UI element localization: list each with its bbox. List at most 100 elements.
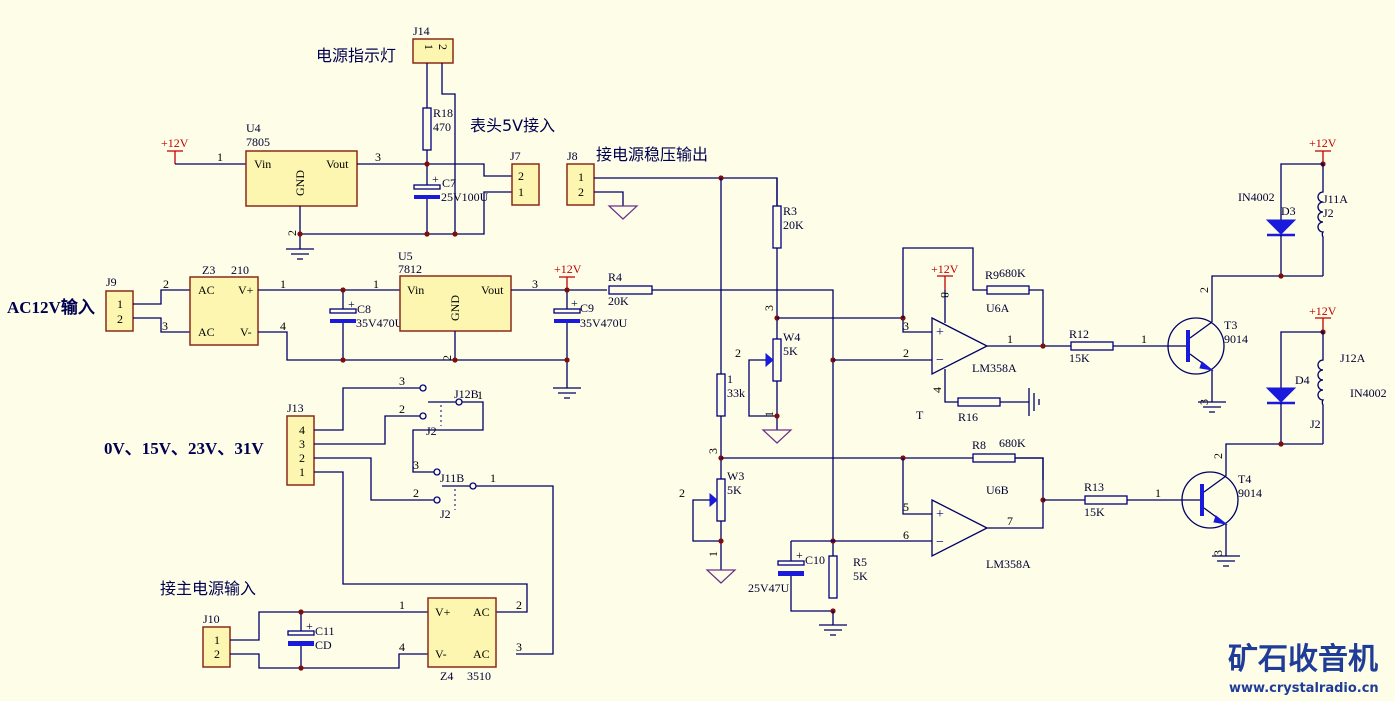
ref-J8: J8 bbox=[567, 149, 578, 163]
svg-text:+12V: +12V bbox=[1309, 136, 1337, 150]
diode-D4[interactable]: D4 IN4002 bbox=[1265, 373, 1387, 405]
value-C10: 25V47U bbox=[748, 581, 790, 595]
svg-text:−: − bbox=[936, 353, 944, 368]
opamp-U6A[interactable]: + − U6A LM358A bbox=[931, 301, 1017, 376]
resistor-R18[interactable]: R18 470 bbox=[422, 106, 453, 151]
ref-W3: W3 bbox=[727, 469, 744, 483]
bridge-rectifier-Z4[interactable]: V+ V- AC AC Z4 3510 bbox=[427, 597, 497, 683]
ref-R4: R4 bbox=[608, 270, 622, 284]
capacitor-C9[interactable]: + C9 35V470U bbox=[553, 290, 628, 388]
value-U6B: LM358A bbox=[986, 557, 1031, 571]
svg-text:4: 4 bbox=[299, 423, 305, 437]
svg-text:AC: AC bbox=[198, 283, 215, 297]
resistor-R1-33k[interactable]: 1 33k bbox=[716, 372, 745, 417]
resistor-R9[interactable]: R9 680K bbox=[985, 266, 1030, 295]
svg-text:2: 2 bbox=[440, 355, 454, 361]
svg-text:3: 3 bbox=[399, 374, 405, 388]
svg-text:3: 3 bbox=[516, 640, 522, 654]
resistor-R16[interactable]: R16 bbox=[957, 397, 1001, 424]
opamp-U6B[interactable]: + − U6B LM358A bbox=[931, 483, 1031, 571]
connector-J14[interactable]: J14 1 2 bbox=[412, 24, 454, 64]
capacitor-C11[interactable]: + C11 CD bbox=[287, 612, 335, 668]
capacitor-C7[interactable]: + C7 25V100U bbox=[413, 164, 489, 234]
value-W4: 5K bbox=[783, 344, 798, 358]
resistor-R12[interactable]: R12 15K bbox=[1069, 327, 1114, 365]
svg-text:3: 3 bbox=[903, 319, 909, 333]
bridge-rectifier-Z3[interactable]: Z3 210 AC AC V+ V- bbox=[189, 263, 259, 346]
svg-text:3: 3 bbox=[413, 458, 419, 472]
svg-text:1: 1 bbox=[762, 411, 776, 417]
capacitor-C8[interactable]: + C8 35V470U bbox=[329, 290, 404, 360]
regulator-U4-7805[interactable]: U4 7805 Vin Vout GND bbox=[245, 121, 358, 207]
regulator-U5-7812[interactable]: U5 7812 Vin Vout GND bbox=[398, 249, 512, 332]
svg-text:−: − bbox=[936, 535, 944, 550]
capacitor-C10[interactable]: + C10 25V47U bbox=[748, 541, 833, 612]
svg-text:4: 4 bbox=[399, 640, 405, 654]
resistor-R5[interactable]: R5 5K bbox=[828, 555, 868, 599]
ref-J9: J9 bbox=[106, 275, 117, 289]
transistor-T4[interactable]: T4 9014 bbox=[1181, 471, 1262, 529]
svg-text:2: 2 bbox=[1211, 453, 1225, 459]
relay-switch-J11B[interactable]: 3 2 J11B 1 J2 bbox=[413, 458, 496, 521]
svg-text:3: 3 bbox=[299, 437, 305, 451]
transistor-T3[interactable]: T3 9014 bbox=[1167, 317, 1248, 375]
svg-text:V+: V+ bbox=[435, 605, 451, 619]
resistor-R3[interactable]: R3 20K bbox=[772, 204, 804, 249]
ref-R3: R3 bbox=[783, 204, 797, 218]
value-R8: 680K bbox=[999, 436, 1026, 450]
value-C11: CD bbox=[315, 638, 332, 652]
potentiometer-W3[interactable]: W3 5K bbox=[709, 469, 744, 522]
ref-W4: W4 bbox=[783, 330, 800, 344]
value-R13: 15K bbox=[1084, 505, 1105, 519]
svg-text:AC: AC bbox=[473, 647, 490, 661]
watermark-url: www.crystalradio.cn bbox=[1229, 681, 1379, 696]
value-R9: 680K bbox=[999, 266, 1026, 280]
ref-Z3: Z3 bbox=[202, 263, 215, 277]
svg-text:2: 2 bbox=[117, 312, 123, 326]
svg-text:5: 5 bbox=[903, 500, 909, 514]
ref-J11B: J11B bbox=[440, 471, 464, 485]
svg-text:GND: GND bbox=[448, 295, 462, 321]
svg-text:V+: V+ bbox=[238, 283, 254, 297]
resistor-R8[interactable]: R8 680K bbox=[972, 436, 1026, 463]
svg-text:J2: J2 bbox=[1310, 417, 1321, 431]
svg-text:2: 2 bbox=[516, 598, 522, 612]
value-C7: 25V100U bbox=[441, 190, 489, 204]
relay-coil-J11A[interactable]: J11A J2 bbox=[1317, 164, 1348, 276]
resistor-R4[interactable]: R4 20K bbox=[608, 270, 653, 308]
svg-text:2: 2 bbox=[399, 402, 405, 416]
potentiometer-W4[interactable]: W4 5K bbox=[765, 330, 800, 382]
relay-coil-J12A[interactable]: J12A J2 bbox=[1310, 332, 1366, 444]
resistor-R13[interactable]: R13 15K bbox=[1084, 480, 1128, 519]
pin-J14-1: 1 bbox=[422, 44, 436, 50]
diode-D3[interactable]: IN4002 D3 bbox=[1238, 190, 1297, 237]
connector-J10[interactable]: J10 1 2 bbox=[202, 612, 231, 668]
value-R18: 470 bbox=[433, 120, 451, 134]
connector-J13[interactable]: J13 4 3 2 1 bbox=[286, 401, 315, 486]
power-plus12v-u5: +12V bbox=[554, 262, 582, 290]
value-T4: 9014 bbox=[1238, 486, 1262, 500]
svg-text:+: + bbox=[432, 172, 439, 186]
connector-J9[interactable]: J9 1 2 bbox=[105, 275, 134, 332]
relay-switch-J12B[interactable]: 3 2 J12B 1 J2 bbox=[399, 374, 483, 438]
value-D3: IN4002 bbox=[1238, 190, 1275, 204]
ref-D3: D3 bbox=[1281, 204, 1296, 218]
ref-C7: C7 bbox=[442, 176, 456, 190]
label-ac12v-in: AC12V输入 bbox=[7, 297, 95, 317]
value-R4: 20K bbox=[608, 294, 629, 308]
svg-text:7: 7 bbox=[1007, 514, 1013, 528]
connector-J7[interactable]: J7 2 1 bbox=[510, 149, 540, 206]
svg-text:2: 2 bbox=[413, 486, 419, 500]
ref-R18: R18 bbox=[433, 106, 453, 120]
ref-R12: R12 bbox=[1069, 327, 1089, 341]
svg-text:1: 1 bbox=[280, 277, 286, 291]
ref-J12A: J12A bbox=[1340, 351, 1366, 365]
ref-T4: T4 bbox=[1238, 472, 1251, 486]
svg-text:Vout: Vout bbox=[326, 157, 349, 171]
label-power-indicator: 电源指示灯 bbox=[316, 46, 396, 65]
ref-C10: C10 bbox=[805, 553, 825, 567]
svg-text:4: 4 bbox=[280, 319, 286, 333]
connector-J8[interactable]: J8 1 2 bbox=[566, 149, 595, 206]
svg-text:2: 2 bbox=[299, 451, 305, 465]
